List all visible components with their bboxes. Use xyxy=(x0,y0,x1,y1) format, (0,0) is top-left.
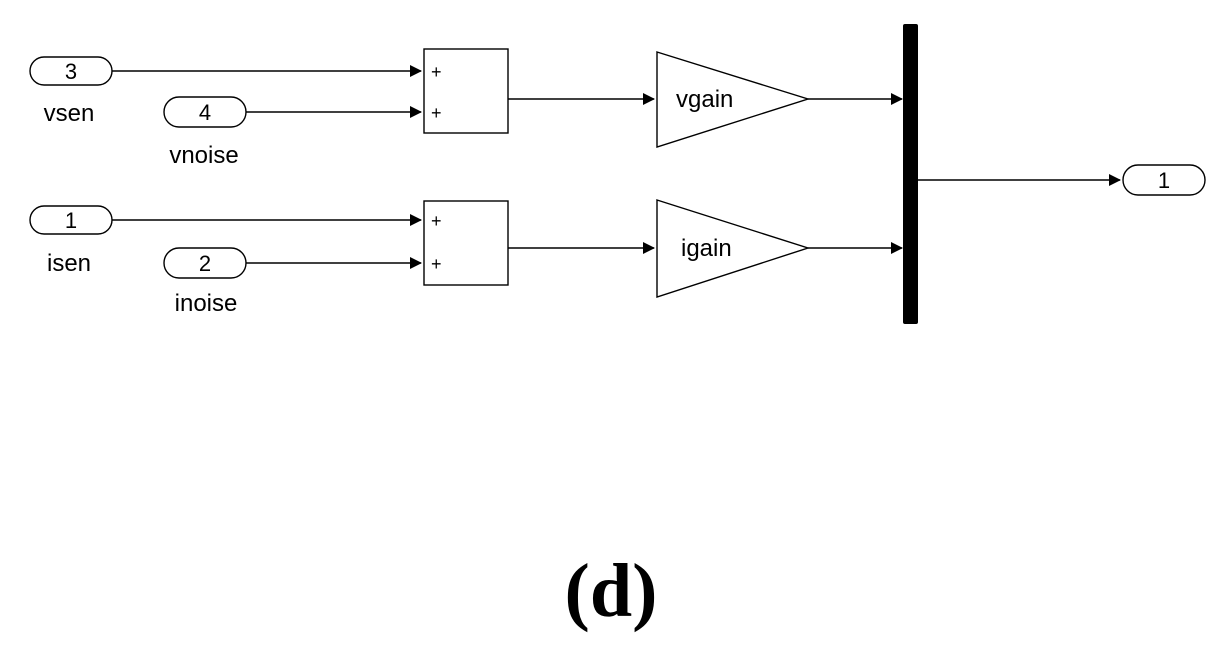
inport-vsen-label: vsen xyxy=(44,100,95,127)
inport-vsen[interactable]: 3 vsen xyxy=(29,56,113,127)
inport-vnoise-number: 4 xyxy=(199,100,211,125)
mux-block[interactable] xyxy=(903,24,918,324)
sum-v-sign-2: + xyxy=(431,103,442,123)
outport-number: 1 xyxy=(1158,168,1170,193)
inport-isen-label: isen xyxy=(47,250,91,277)
inport-vnoise-label: vnoise xyxy=(169,142,238,169)
sum-i-sign-2: + xyxy=(431,254,442,274)
inport-inoise-label: inoise xyxy=(175,290,238,317)
gain-block-v[interactable]: vgain xyxy=(656,51,811,148)
inport-isen-number: 1 xyxy=(65,208,77,233)
gain-v-label: vgain xyxy=(676,86,733,113)
outport-1[interactable]: 1 xyxy=(1122,164,1206,196)
sum-block-v[interactable]: + + xyxy=(423,48,509,134)
figure-caption: (d) xyxy=(564,549,658,633)
inport-inoise[interactable]: 2 inoise xyxy=(163,247,247,317)
sum-block-i[interactable]: + + xyxy=(423,200,509,286)
sum-v-sign-1: + xyxy=(431,62,442,82)
sum-i-sign-1: + xyxy=(431,211,442,231)
inport-vsen-number: 3 xyxy=(65,59,77,84)
gain-block-i[interactable]: igain xyxy=(656,199,811,298)
inport-isen[interactable]: 1 isen xyxy=(29,205,113,277)
inport-inoise-number: 2 xyxy=(199,251,211,276)
gain-i-label: igain xyxy=(681,235,732,262)
inport-vnoise[interactable]: 4 vnoise xyxy=(163,96,247,169)
